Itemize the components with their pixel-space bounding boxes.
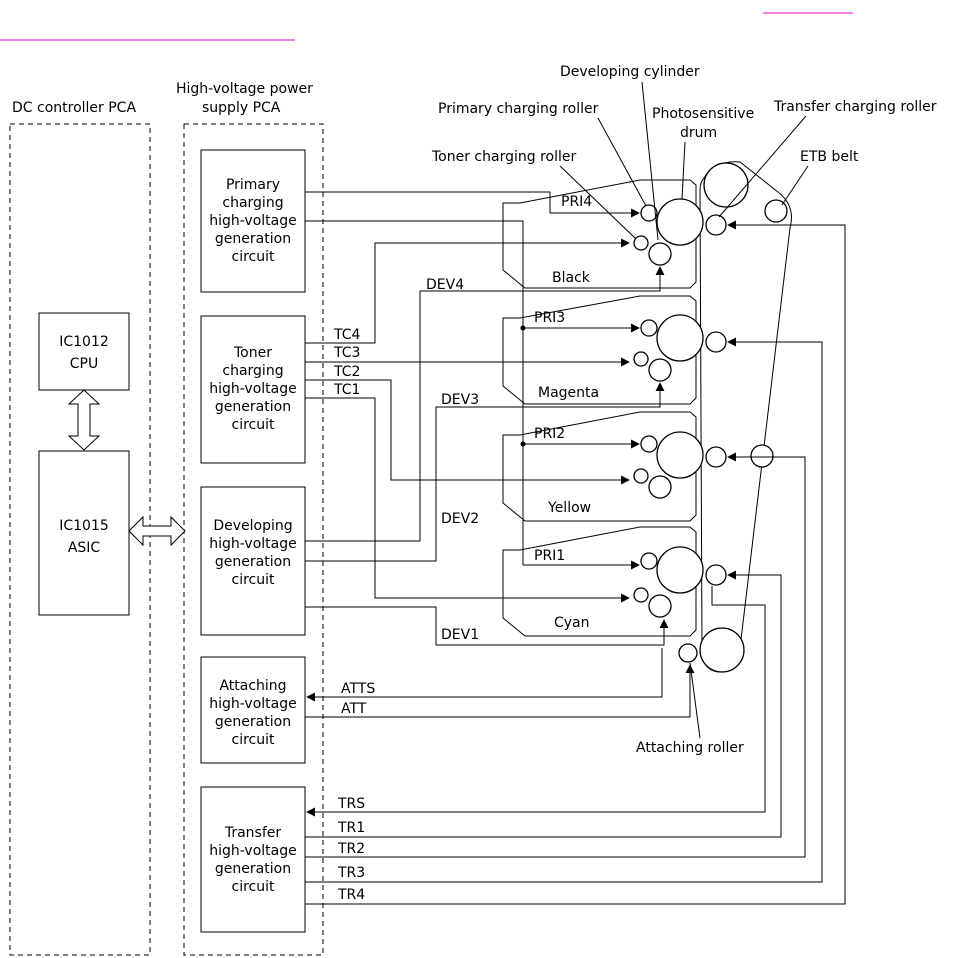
tr-lines [305, 220, 846, 905]
etb-idle-roller [750, 444, 774, 468]
dev4-label: DEV4 [426, 277, 464, 293]
svg-text:Developing: Developing [213, 518, 292, 534]
toner-charging-roller-callout: Toner charging roller [431, 149, 576, 165]
transfer-charging-roller-black [705, 214, 727, 236]
developing-circuit: Developing high-voltage generation circu… [200, 486, 306, 636]
cpu-asic-bus-arrow [67, 389, 101, 451]
toner-charging-circuit: Toner charging high-voltage generation c… [200, 315, 306, 464]
transfer-circuit: Transfer high-voltage generation circuit [200, 786, 306, 933]
svg-text:IC1012: IC1012 [59, 334, 109, 350]
tr4-label: TR4 [337, 887, 365, 903]
tr3-label: TR3 [337, 865, 365, 881]
svg-text:circuit: circuit [232, 572, 275, 588]
magenta-label: Magenta [538, 385, 599, 401]
black-label: Black [552, 270, 591, 286]
svg-text:charging: charging [222, 195, 283, 211]
svg-text:circuit: circuit [232, 249, 275, 265]
svg-text:high-voltage: high-voltage [209, 536, 297, 552]
primary-charging-roller-callout: Primary charging roller [438, 101, 599, 117]
svg-text:high-voltage: high-voltage [209, 696, 297, 712]
yellow-cartridge-outline [502, 411, 697, 522]
svg-text:generation: generation [215, 399, 291, 415]
photosensitive-callout-2: drum [680, 125, 717, 141]
svg-text:high-voltage: high-voltage [209, 213, 297, 229]
atts-label: ATTS [341, 681, 375, 697]
pri4-label: PRI4 [561, 194, 592, 210]
yellow-label: Yellow [547, 500, 591, 516]
transfer-charging-roller-callout: Transfer charging roller [773, 99, 937, 115]
asic-chip: IC1015 ASIC [38, 450, 130, 616]
svg-text:circuit: circuit [232, 417, 275, 433]
svg-text:charging: charging [222, 363, 283, 379]
magenta-cartridge-outline [502, 295, 697, 405]
dev3-label: DEV3 [441, 392, 479, 408]
cyan-station [633, 546, 727, 618]
hv-supply-title-1: High-voltage power [176, 81, 313, 97]
pri-bus [305, 191, 640, 570]
photosensitive-callout-1: Photosensitive [652, 106, 754, 122]
svg-text:generation: generation [215, 714, 291, 730]
developing-cylinder-black [648, 242, 672, 266]
etb-belt [699, 161, 792, 673]
svg-text:Primary: Primary [226, 177, 280, 193]
tc3-label: TC3 [333, 345, 360, 361]
callout-leaders [559, 81, 809, 739]
svg-text:generation: generation [215, 554, 291, 570]
black-cartridge-outline [502, 179, 697, 289]
svg-text:high-voltage: high-voltage [209, 843, 297, 859]
cyan-cartridge-outline [502, 526, 697, 637]
yellow-station [633, 431, 727, 499]
developing-cylinder-callout: Developing cylinder [560, 64, 700, 80]
tc2-label: TC2 [333, 364, 360, 380]
att-lines [305, 648, 695, 718]
svg-text:generation: generation [215, 861, 291, 877]
etb-tension-roller [764, 199, 788, 223]
black-station [633, 198, 727, 266]
svg-text:circuit: circuit [232, 732, 275, 748]
attaching-roller-callout: Attaching roller [636, 740, 744, 756]
tr2-label: TR2 [337, 841, 365, 857]
primary-charging-roller-black [640, 204, 658, 222]
svg-text:CPU: CPU [70, 356, 98, 372]
svg-text:high-voltage: high-voltage [209, 381, 297, 397]
svg-text:generation: generation [215, 231, 291, 247]
svg-text:Attaching: Attaching [219, 678, 286, 694]
svg-text:circuit: circuit [232, 879, 275, 895]
photosensitive-drum-black [656, 198, 704, 246]
att-label: ATT [341, 701, 367, 717]
attaching-circuit: Attaching high-voltage generation circui… [200, 656, 306, 764]
etb-belt-callout: ETB belt [800, 149, 859, 165]
magenta-station [633, 314, 727, 382]
svg-text:ASIC: ASIC [68, 540, 101, 556]
tc-lines [305, 238, 630, 603]
primary-charging-circuit: Primary charging high-voltage generation… [200, 149, 306, 293]
tc4-label: TC4 [333, 327, 361, 343]
hv-supply-panel [183, 123, 324, 956]
cyan-label: Cyan [554, 615, 590, 631]
pri2-label: PRI2 [534, 426, 565, 442]
hv-supply-title-2: supply PCA [202, 100, 281, 116]
pri1-label: PRI1 [534, 548, 565, 564]
dev2-label: DEV2 [441, 511, 479, 527]
etb-lower-roller [699, 627, 745, 673]
svg-text:IC1015: IC1015 [59, 518, 109, 534]
etb-drive-roller [703, 162, 749, 208]
asic-hv-bus-arrow [128, 515, 186, 547]
cpu-chip: IC1012 CPU [38, 312, 130, 391]
dev-lines [305, 266, 669, 646]
dc-controller-title: DC controller PCA [12, 100, 136, 116]
tc1-label: TC1 [333, 382, 360, 398]
toner-charging-roller-black [633, 235, 649, 251]
dev1-label: DEV1 [441, 627, 479, 643]
pri3-label: PRI3 [534, 310, 565, 326]
attaching-roller [678, 643, 698, 663]
svg-text:Toner: Toner [233, 345, 272, 361]
tr1-label: TR1 [337, 820, 365, 836]
svg-text:Transfer: Transfer [224, 825, 282, 841]
trs-label: TRS [337, 796, 365, 812]
